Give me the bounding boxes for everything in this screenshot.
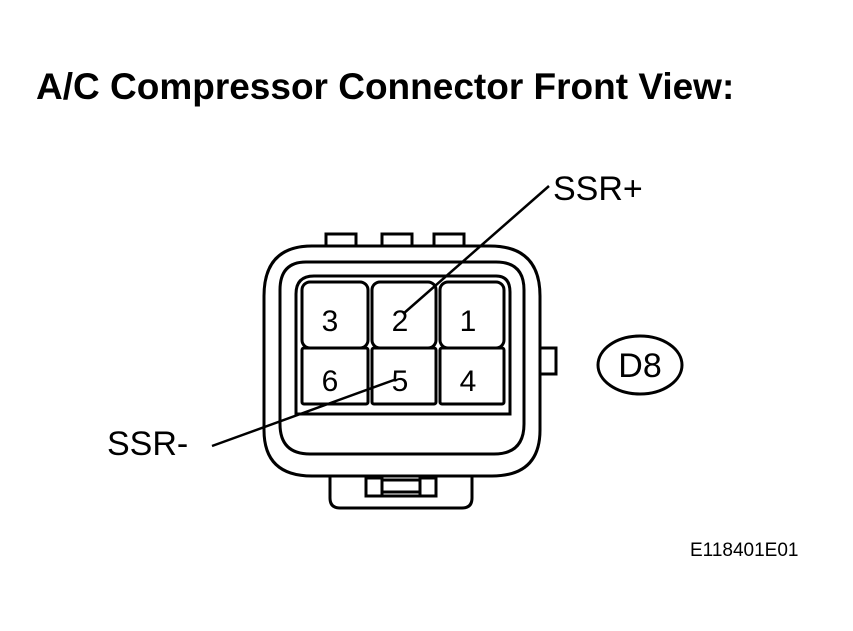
- pin-cavities: [300, 280, 506, 406]
- pin-number-4: 4: [460, 365, 477, 398]
- housing-inner: [278, 260, 526, 456]
- connector-id-badge: D8: [596, 334, 684, 396]
- connector-id-oval: [596, 334, 684, 396]
- callout-ssr-minus: SSR-: [107, 425, 188, 463]
- pin-cavity-6: [300, 346, 370, 406]
- latch-center: [380, 478, 422, 494]
- callout-ssr-plus: SSR+: [553, 170, 643, 208]
- pin-numbers: 3 2 1 6 5 4: [322, 305, 477, 398]
- pin-number-6: 6: [322, 365, 339, 398]
- leader-lines: [211, 185, 550, 448]
- pin-area-frame: [294, 274, 512, 416]
- latch-slot-right: [418, 476, 438, 498]
- pin-cavity-5: [370, 346, 438, 406]
- reference-code: E118401E01: [690, 540, 799, 561]
- pin-number-1: 1: [460, 305, 477, 338]
- pin-number-5: 5: [392, 365, 409, 398]
- pin-cavity-4: [438, 346, 506, 406]
- side-key: [540, 346, 558, 376]
- leader-line-ssr-minus: [211, 378, 395, 448]
- diagram-title: A/C Compressor Connector Front View:: [36, 66, 735, 107]
- bottom-latch: [328, 476, 474, 510]
- leader-line-ssr-plus: [402, 185, 550, 315]
- pin-number-3: 3: [322, 305, 339, 338]
- connector-id-label: D8: [618, 347, 661, 385]
- latch-slot-left: [364, 476, 384, 498]
